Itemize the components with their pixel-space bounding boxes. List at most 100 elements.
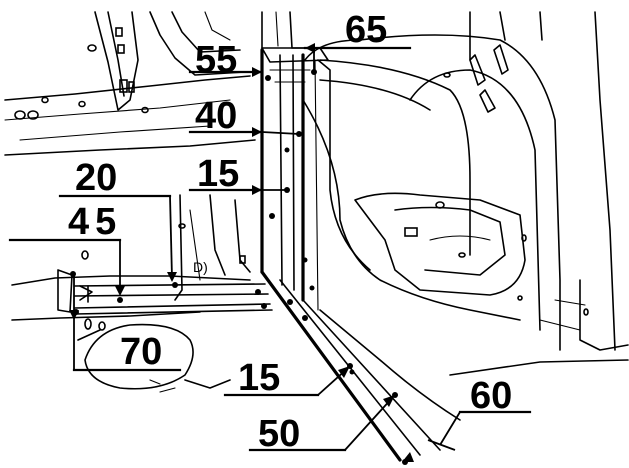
seat-box-rib [429, 235, 491, 241]
wheel-arch-inner [409, 69, 541, 331]
point-45 [117, 297, 123, 303]
upper-pillar-outline [94, 11, 139, 111]
door-opening-arc [319, 59, 471, 256]
wheel-arch-outer [304, 34, 561, 351]
label-40: 40 [195, 95, 237, 137]
inner-panel-mid [209, 194, 226, 276]
rocker-bracket [57, 269, 73, 313]
b-pillar-seam [275, 11, 279, 47]
quarter-panel-edge [469, 11, 543, 61]
point-55 [265, 75, 271, 81]
arrow-70 [69, 310, 79, 320]
rear-hole [583, 308, 589, 316]
vent-slot-2 [479, 89, 496, 113]
arrow-60 [402, 452, 414, 462]
pillar-hole-5 [87, 44, 97, 52]
vent-slot-3 [493, 44, 509, 75]
arrow-15-bottom [338, 366, 350, 378]
point-sill-3 [287, 299, 293, 305]
seat-box-inner [394, 206, 506, 276]
label-15-bottom: 15 [238, 357, 280, 399]
inner-panel-mid2 [234, 199, 251, 273]
arrow-65 [305, 43, 315, 53]
leader-50 [344, 396, 394, 451]
housing-hole-1 [84, 318, 92, 330]
label-60: 60 [470, 375, 512, 417]
lower-channel-outer [260, 270, 402, 462]
seat-box-outline [354, 192, 526, 296]
inner-panel-left [174, 194, 183, 301]
pillar-curve [302, 99, 521, 321]
pillar-flange [317, 59, 371, 271]
label-15-top: 15 [197, 153, 239, 195]
arrow-50 [383, 395, 395, 407]
door-opening-inner [319, 79, 431, 111]
seat-box-hole-3 [458, 252, 466, 258]
main-pillar-inner-2 [292, 54, 295, 291]
upper-pillar-inner [107, 11, 125, 97]
inner-hole-3 [239, 255, 246, 264]
arrow-40 [252, 127, 262, 137]
floor-hole-1 [14, 110, 26, 120]
vehicle-body-structure: D) [4, 11, 629, 462]
point-inner-4 [309, 285, 315, 291]
point-inner-2 [284, 147, 290, 153]
floor-hole-5 [141, 106, 149, 114]
point-20 [172, 282, 178, 288]
housing-detail [149, 379, 176, 393]
rocker-lower [11, 311, 201, 321]
leader-60-tick [427, 439, 456, 451]
label-70: 70 [120, 331, 162, 373]
sill-bottom-line [449, 359, 629, 376]
rocker-clip [79, 285, 93, 303]
seat-box-hole-5 [517, 295, 523, 301]
floor-panel-lower [4, 139, 256, 156]
inner-panel-rib [189, 209, 201, 281]
leader-20 [169, 195, 173, 279]
rear-panel-rib [539, 299, 586, 331]
seat-box-hole-1 [404, 227, 418, 237]
arrow-20 [167, 272, 177, 282]
point-15-bottom-b [349, 369, 355, 375]
label-65: 65 [345, 9, 387, 51]
floor-hole-3 [41, 96, 49, 104]
floor-rib-2 [19, 125, 211, 141]
dimension-labels: 65 55 40 20 15 45 70 15 50 60 [68, 9, 512, 455]
pillar-hole-1 [115, 27, 123, 37]
main-pillar-inner [279, 54, 283, 286]
housing-hole-2 [98, 321, 106, 331]
roof-rib [204, 11, 231, 41]
point-inner-1 [269, 213, 275, 219]
point-70-top [70, 271, 76, 277]
arrow-55 [252, 67, 262, 77]
dimension-lines [8, 43, 532, 462]
sill-line-lower [74, 303, 271, 309]
roof-panel-inner [171, 11, 241, 53]
sill-line-bottom [74, 309, 273, 315]
point-sill-1 [255, 289, 261, 295]
rocker-outline [11, 275, 251, 286]
upper-hole-a [443, 72, 451, 78]
leader-40 [261, 131, 300, 135]
wheel-housing-arc [84, 323, 194, 390]
arrow-45 [115, 286, 125, 296]
point-sill-2 [261, 303, 267, 309]
pillar-seam [314, 59, 319, 311]
panel-marking: D) [193, 259, 208, 275]
wheel-housing-outer [77, 329, 231, 389]
seat-box-hole-4 [521, 234, 527, 242]
c-pillar-line [594, 11, 616, 351]
roof-panel-edge [149, 11, 246, 76]
inner-hole-2 [178, 223, 186, 229]
floor-rib-1 [4, 99, 231, 121]
rear-panel-edge [579, 279, 629, 351]
pillar-top-detail [269, 69, 311, 83]
floor-panel-upper [4, 75, 251, 101]
label-55: 55 [195, 39, 237, 81]
floor-hole-2 [27, 110, 39, 120]
sill-line-mid [74, 293, 269, 297]
inner-hole-1 [81, 250, 89, 260]
lower-channel-inner [302, 299, 441, 451]
pillar-top-cap [261, 47, 329, 63]
